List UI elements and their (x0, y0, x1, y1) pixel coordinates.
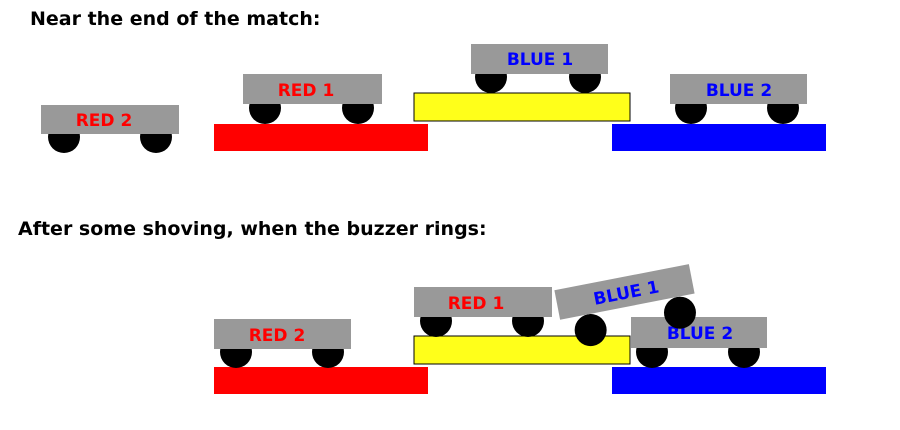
robot-label: RED 1 (448, 294, 505, 314)
red-platform (214, 367, 428, 394)
robot-body (631, 317, 767, 348)
robot-blue-2: BLUE 2 (631, 317, 767, 368)
robot-label: RED 1 (278, 81, 335, 101)
robot-label: BLUE 1 (507, 50, 573, 70)
robot-body (41, 105, 179, 134)
robot-label: BLUE 2 (667, 324, 733, 344)
robot-blue-1: BLUE 1 (554, 264, 696, 347)
scene1-heading: Near the end of the match: (30, 8, 321, 30)
scene2-heading: After some shoving, when the buzzer ring… (18, 218, 487, 240)
blue-platform (612, 124, 826, 151)
robot-body (214, 319, 351, 349)
robot-body (243, 74, 382, 104)
wheel (663, 296, 696, 329)
red-platform (214, 124, 428, 151)
robot-body (414, 287, 552, 317)
robot-label: BLUE 2 (706, 81, 772, 101)
robot-red-1: RED 1 (414, 287, 552, 337)
robot-body (471, 44, 608, 74)
robot-label: RED 2 (76, 111, 133, 131)
wheel (574, 314, 607, 347)
robot-body (554, 264, 695, 320)
blue-platform (612, 367, 826, 394)
robot-red-2: RED 2 (41, 105, 179, 153)
robot-red-1: RED 1 (243, 74, 382, 124)
robot-red-2: RED 2 (214, 319, 351, 368)
robot-body (670, 74, 807, 104)
robot-label: RED 2 (249, 326, 306, 346)
robot-blue-2: BLUE 2 (670, 74, 807, 124)
scene1-field: RED 2 RED 1 BLUE 1 BLUE 2 (41, 44, 826, 153)
robot-blue-1: BLUE 1 (471, 44, 608, 93)
center-bridge (413, 92, 631, 122)
scene2-field: RED 2 RED 1 BLUE 2 BLUE 1 (214, 264, 826, 394)
